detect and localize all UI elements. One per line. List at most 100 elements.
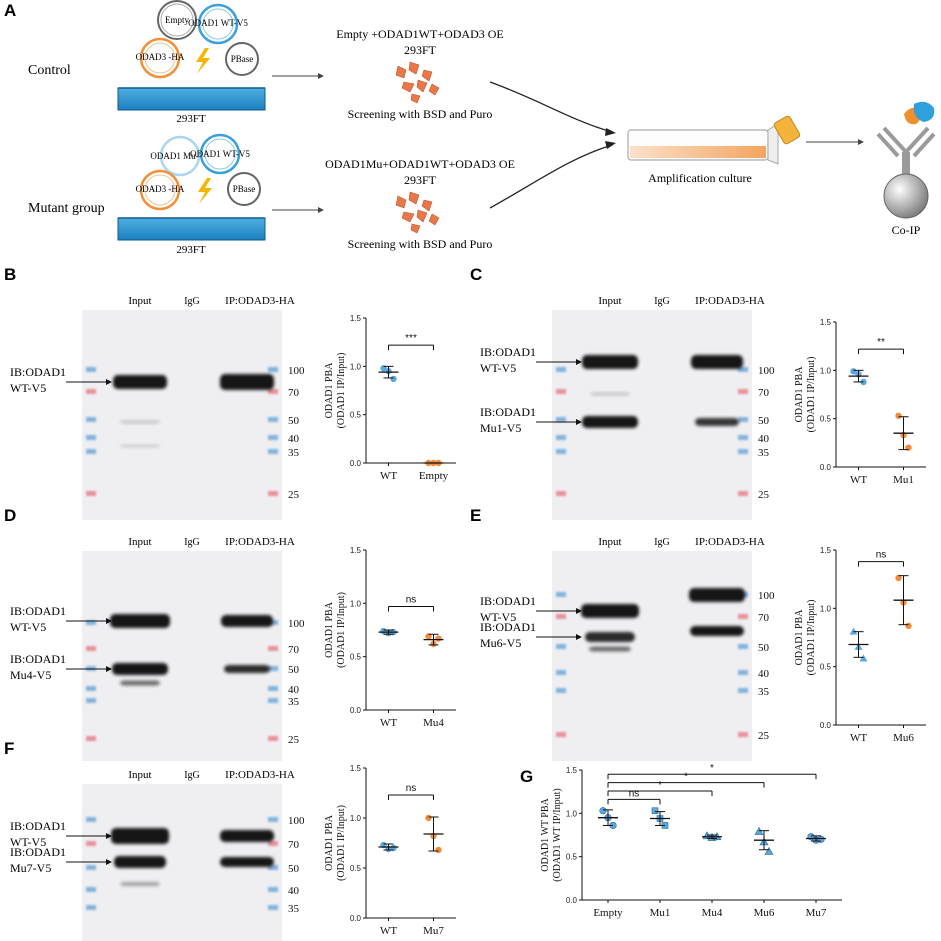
y-tick-label: 0.5 (350, 653, 362, 662)
y-tick-label: 1.0 (350, 814, 362, 823)
ladder-band-right (738, 644, 748, 649)
lane-input: Input (128, 769, 151, 781)
blot-band (691, 355, 743, 369)
mutant-dish: 293FT (117, 217, 266, 256)
wt-arrowhead (106, 618, 112, 624)
ladder-band-left (86, 367, 96, 372)
mutant-dish-label: 293FT (176, 244, 206, 256)
blot-band (585, 632, 635, 642)
wt-arrowhead (106, 379, 112, 385)
control-dish: 293FT (117, 87, 266, 125)
marker-label: 35 (758, 447, 770, 459)
ladder-band-left (86, 417, 96, 422)
ladder-band-right (268, 841, 278, 846)
marker-label: 100 (288, 815, 305, 827)
y-axis-label: ODAD1 PBA (324, 814, 335, 871)
ladder-band-right (268, 905, 278, 910)
y-tick-label: 1.0 (566, 809, 578, 818)
ladder-band-right (268, 698, 278, 703)
marker-label: 100 (758, 365, 775, 377)
blot-band (582, 416, 638, 428)
amplification-text: Amplification culture (648, 171, 752, 185)
marker-label: 70 (288, 387, 300, 399)
marker-label: 40 (758, 668, 770, 680)
ladder-band-right (738, 367, 748, 372)
marker-label: 35 (758, 686, 770, 698)
mut-label-line1: IB:ODAD1 (480, 620, 536, 634)
comparison-label: * (658, 780, 662, 791)
x-tick-label: Mu1 (650, 907, 671, 919)
sig-label: ns (876, 550, 887, 561)
ladder-band-left (556, 614, 566, 619)
sig-label: ** (877, 337, 885, 348)
data-point (764, 846, 774, 855)
ladder-band-right (738, 491, 748, 496)
y-tick-label: 0.5 (350, 864, 362, 873)
wt-label-line1: IB:ODAD1 (10, 365, 66, 379)
marker-label: 50 (288, 664, 300, 676)
data-point (859, 654, 868, 662)
ladder-band-right (738, 435, 748, 440)
blot-band (113, 375, 167, 389)
marker-label: 35 (288, 903, 300, 915)
ladder-band-right (738, 732, 748, 737)
y-axis-label-units: (ODAD1 IP/Input) (806, 357, 817, 433)
sig-label: ns (406, 783, 417, 794)
mutant-combo-text: ODAD1Mu+ODAD1WT+ODAD3 OE (325, 157, 515, 171)
x-tick-label: Mu1 (893, 474, 914, 486)
y-tick-label: 1.5 (566, 766, 578, 775)
comparison-label: * (684, 772, 688, 783)
wt-label-line2: WT-V5 (10, 620, 46, 634)
blot-membrane (82, 551, 282, 761)
mutant-arrowhead (318, 207, 324, 213)
ladder-band-left (556, 449, 566, 454)
mut-arrowhead (106, 859, 112, 865)
ladder-band-right (268, 417, 278, 422)
marker-label: 70 (758, 387, 770, 399)
ladder-band-left (556, 435, 566, 440)
x-tick-label: Empty (419, 470, 449, 482)
ladder-band-right (268, 666, 278, 671)
marker-label: 50 (288, 415, 300, 427)
y-tick-label: 0.0 (820, 721, 832, 730)
marker-label: 40 (288, 885, 300, 897)
x-tick-label: Empty (593, 907, 623, 919)
lane-igg: IgG (654, 537, 670, 548)
y-axis-label: ODAD1 PBA (794, 609, 805, 666)
blot-band (111, 828, 169, 844)
ladder-band-left (86, 698, 96, 703)
blot-band (120, 444, 160, 448)
ladder-band-left (86, 686, 96, 691)
data-point (905, 622, 912, 630)
x-tick-label: WT (850, 732, 867, 744)
data-point (895, 574, 902, 582)
ladder-band-right (268, 449, 278, 454)
x-tick-label: Mu6 (893, 732, 914, 744)
data-point (599, 807, 607, 815)
marker-label: 100 (758, 590, 775, 602)
blot-panel-f: FInputIgGIP:ODAD3-HA1007050403525IB:ODAD… (4, 739, 305, 941)
lane-input: Input (598, 536, 621, 548)
ladder-band-right (268, 620, 278, 625)
mut-arrowhead (576, 634, 582, 640)
y-axis-label: ODAD1 PBA (794, 366, 805, 423)
x-tick-label: Mu4 (702, 907, 723, 919)
control-cell-line: 293FT (404, 43, 437, 57)
culture-flask-icon (627, 115, 801, 165)
ladder-band-left (86, 736, 96, 741)
lane-ip: IP:ODAD3-HA (695, 536, 765, 548)
mut-label-line1: IB:ODAD1 (10, 845, 66, 859)
mutant-plasmids: ODAD1 Mu-V5 ODAD1 WT-V5 ODAD3 -HA PBase (136, 133, 261, 211)
blot-band (690, 626, 744, 636)
marker-label: 25 (758, 489, 770, 501)
y-tick-label: 0.0 (350, 706, 362, 715)
marker-label: 70 (288, 839, 300, 851)
blot-band (589, 646, 631, 652)
mutant-curve-arrow (489, 144, 613, 209)
x-tick-label: WT (380, 925, 397, 937)
y-axis-label-units: (ODAD1 WT IP/Input) (552, 788, 563, 882)
ladder-band-right (268, 887, 278, 892)
